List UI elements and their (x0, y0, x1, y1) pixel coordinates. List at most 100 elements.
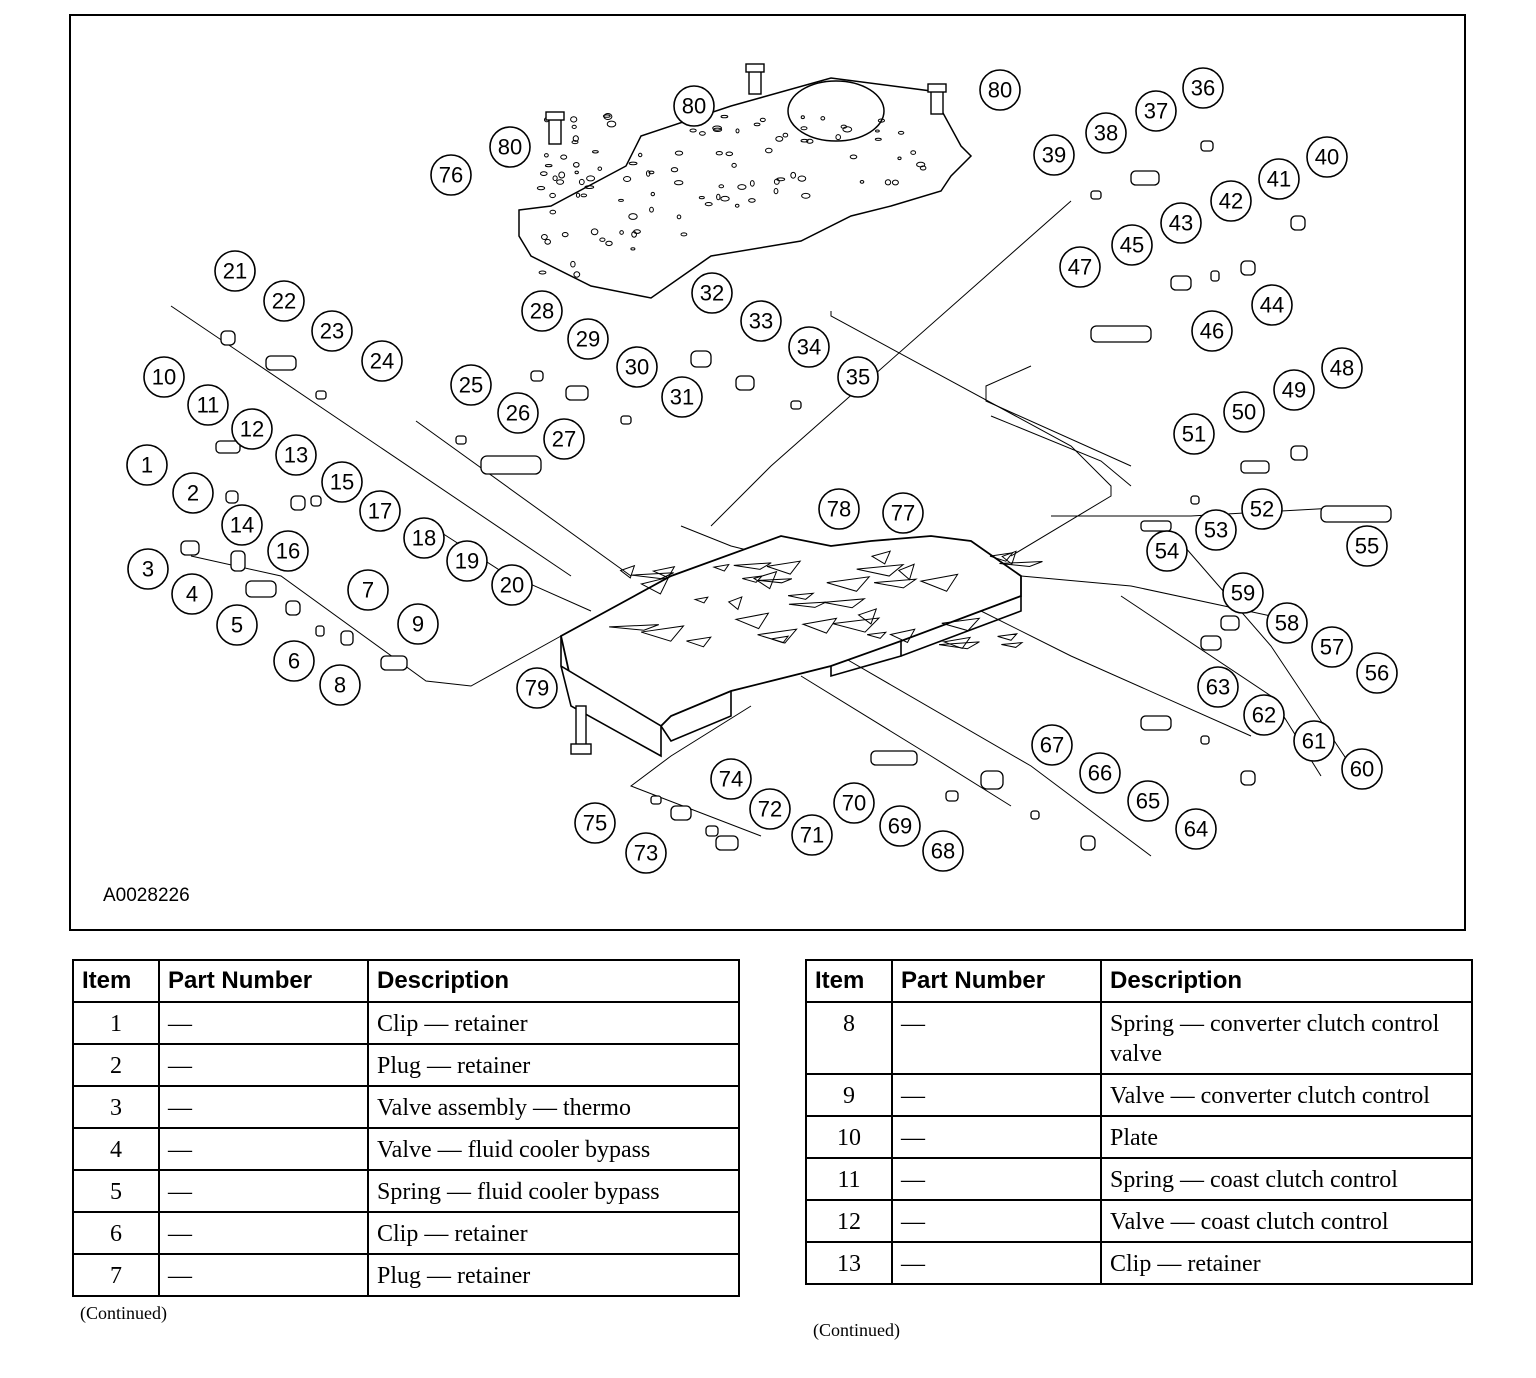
body-channel (938, 641, 980, 650)
callout-circle (231, 408, 273, 450)
valve-part (735, 375, 755, 391)
callout-75: 75 (574, 802, 616, 844)
plate-hole (897, 156, 902, 161)
valve-part (690, 350, 712, 368)
callout-circle (788, 326, 830, 368)
callout-circle (791, 814, 833, 856)
plate-hole (737, 184, 747, 190)
routing-line (710, 200, 1072, 527)
valve-part (315, 625, 325, 637)
callout-circle (275, 434, 317, 476)
routing-line (970, 605, 1252, 737)
table-row: 12—Valve — coast clutch control (805, 1199, 1473, 1243)
plate-hole (765, 147, 773, 154)
valve-part (230, 550, 246, 572)
callout-circle (1111, 224, 1153, 266)
callout-45: 45 (1111, 224, 1153, 266)
body-channel (870, 550, 892, 565)
callout-circle (1160, 202, 1202, 244)
callout-25: 25 (450, 364, 492, 406)
callout-69: 69 (879, 805, 921, 847)
valve-part (265, 355, 297, 371)
callout-number: 46 (1200, 319, 1224, 344)
callout-37: 37 (1135, 90, 1177, 132)
plate-hole (552, 175, 558, 181)
body-channel (686, 636, 712, 648)
separator-plate (518, 77, 973, 299)
callout-circle (882, 492, 924, 534)
valve-part (340, 630, 354, 646)
plate-hole (720, 195, 730, 202)
callout-44: 44 (1251, 284, 1293, 326)
body-channel (727, 596, 743, 611)
callout-number: 40 (1315, 145, 1339, 170)
callout-number: 78 (827, 497, 851, 522)
table-row: 8—Spring — converter clutch control valv… (805, 1001, 1473, 1075)
valve-part (650, 795, 662, 805)
callout-circle (1356, 652, 1398, 694)
callout-number: 3 (142, 557, 154, 582)
plate-hole (835, 134, 842, 141)
callout-number: 47 (1068, 255, 1092, 280)
table-row: 7—Plug — retainer (72, 1253, 740, 1297)
callout-58: 58 (1266, 602, 1308, 644)
header-part-number: Part Number (891, 959, 1102, 1003)
callout-19: 19 (446, 540, 488, 582)
body-channel (823, 598, 867, 609)
plate-hole (541, 234, 548, 240)
valve-part (310, 495, 322, 507)
plate-hole (800, 138, 809, 143)
callout-79: 79 (516, 667, 558, 709)
body-channel (787, 592, 815, 600)
plate-hole (699, 131, 706, 136)
routing-line (985, 365, 1132, 467)
callout-circle (1243, 694, 1285, 736)
callout-circle (216, 604, 258, 646)
valve-part (245, 580, 277, 598)
callout-circle (126, 444, 168, 486)
table-cell-description: Valve — fluid cooler bypass (367, 1127, 740, 1171)
callout-circle (267, 530, 309, 572)
callout-circle (1059, 246, 1101, 288)
table-row: 10—Plate (805, 1115, 1473, 1159)
callout-circle (673, 85, 715, 127)
valve-part (1200, 140, 1214, 152)
valve-part (290, 495, 306, 511)
callout-circle (497, 392, 539, 434)
callout-70: 70 (833, 782, 875, 824)
callout-circle (521, 290, 563, 332)
plate-hole (877, 118, 886, 123)
callout-71: 71 (791, 814, 833, 856)
plate-hole (556, 179, 565, 185)
table-cell-item: 8 (805, 1001, 893, 1075)
plate-hole (633, 229, 641, 234)
callout-number: 21 (223, 259, 247, 284)
table-row: 3—Valve assembly — thermo (72, 1085, 740, 1129)
valve-part (1190, 495, 1200, 505)
callout-17: 17 (359, 490, 401, 532)
callout-55: 55 (1346, 525, 1388, 567)
callout-number: 74 (719, 767, 743, 792)
callout-74: 74 (710, 758, 752, 800)
callout-circle (1197, 666, 1239, 708)
callout-circle (1266, 602, 1308, 644)
plate-hole (558, 171, 566, 179)
callout-10: 10 (143, 356, 185, 398)
callout-number: 6 (288, 649, 300, 674)
callout-circle (172, 472, 214, 514)
callout-group: 1234567891011121314151617181920212223242… (126, 67, 1398, 874)
valve-part (1080, 835, 1096, 851)
callout-number: 25 (459, 373, 483, 398)
table-cell-description: Plug — retainer (367, 1253, 740, 1297)
plate-hole (800, 126, 808, 131)
body-channel (997, 633, 1019, 641)
callout-circle (273, 640, 315, 682)
body-channel (631, 572, 674, 580)
plate-hole (573, 271, 581, 278)
callout-number: 54 (1155, 539, 1179, 564)
callout-number: 73 (634, 841, 658, 866)
plate-hole (605, 240, 613, 247)
callout-56: 56 (1356, 652, 1398, 694)
callout-52: 52 (1241, 488, 1283, 530)
plate-hole (725, 151, 734, 157)
